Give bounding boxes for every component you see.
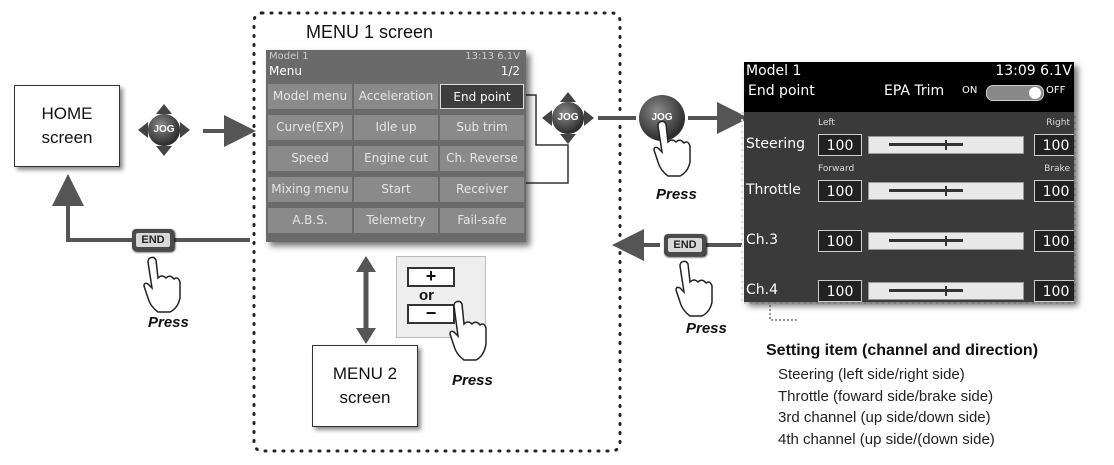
menu2-screen-box: MENU 2 screen xyxy=(312,345,418,427)
setting-item-heading: Setting item (channel and direction) xyxy=(766,342,1039,359)
epa-model: Model 1 xyxy=(746,63,802,79)
end-label: END xyxy=(136,233,170,247)
epa-trim-label: EPA Trim xyxy=(884,83,945,99)
hand-pointer-icon xyxy=(675,260,713,317)
channel-label: Steering xyxy=(746,136,806,152)
epa-off-label: OFF xyxy=(1046,85,1066,96)
home-screen-box: HOME screen xyxy=(14,85,120,167)
end-point-screen: Model 1 13:09 6.1V End point EPA Trim ON… xyxy=(744,62,1074,302)
direction-label-right: Right xyxy=(1046,118,1070,128)
end-button-left[interactable]: END xyxy=(132,229,174,251)
end-button-right[interactable]: END xyxy=(664,234,706,256)
menu-item[interactable]: Speed xyxy=(268,146,352,171)
menu-item[interactable]: Engine cut xyxy=(354,146,438,171)
direction-label-left: Left xyxy=(818,118,835,128)
menu-item[interactable]: Fail-safe xyxy=(440,208,524,233)
or-label: or xyxy=(419,287,434,304)
epa-trim-toggle[interactable] xyxy=(986,85,1044,101)
jog-dial-menu[interactable]: JOG xyxy=(540,90,596,146)
press-label-pm: Press xyxy=(452,372,493,389)
menu-item[interactable]: Mixing menu xyxy=(268,177,352,202)
menu-item[interactable]: A.B.S. xyxy=(268,208,352,233)
jog-label: JOG xyxy=(148,114,180,146)
menu-item[interactable]: Curve(EXP) xyxy=(268,115,352,140)
setting-item-line: 3rd channel (up side/down side) xyxy=(778,409,991,426)
arrow-end-to-home xyxy=(52,174,250,242)
channel-label: Ch.3 xyxy=(746,232,779,248)
end-point-right-value[interactable]: 100 xyxy=(1034,134,1074,156)
bar-center-tick xyxy=(945,286,947,296)
bar-center-tick xyxy=(945,236,947,246)
menu1-page: 1/2 xyxy=(500,64,520,78)
epa-on-label: ON xyxy=(962,85,978,96)
hand-pointer-icon xyxy=(449,300,487,361)
end-point-bar xyxy=(868,232,1024,250)
menu2-line1: MENU 2 xyxy=(332,364,398,383)
menu-item[interactable]: Ch. Reverse xyxy=(440,146,524,171)
end-point-bar xyxy=(868,282,1024,300)
epa-title: End point xyxy=(748,83,815,99)
hand-pointer-icon xyxy=(653,120,691,177)
bar-range xyxy=(889,239,963,242)
menu-item[interactable]: Receiver xyxy=(440,177,524,202)
plus-minus-panel: + or − xyxy=(396,256,486,338)
end-point-right-value[interactable]: 100 xyxy=(1034,180,1074,202)
menu-item[interactable]: Telemetry xyxy=(354,208,438,233)
channel-label: Throttle xyxy=(746,182,801,198)
end-point-left-value[interactable]: 100 xyxy=(818,230,862,252)
end-point-bar xyxy=(868,182,1024,200)
direction-label-left: Forward xyxy=(818,164,855,174)
end-point-left-value[interactable]: 100 xyxy=(818,180,862,202)
home-line1: HOME xyxy=(41,104,93,123)
menu1-dotted-frame xyxy=(252,11,622,453)
epa-dotted-selection xyxy=(741,112,1076,304)
menu-item[interactable]: Start xyxy=(354,177,438,202)
jog-dial-left[interactable]: JOG xyxy=(136,102,192,158)
press-label-end-right: Press xyxy=(686,320,727,337)
toggle-knob xyxy=(1029,87,1041,99)
menu1-title: MENU 1 screen xyxy=(306,22,434,42)
setting-item-line: 4th channel (up side/(down side) xyxy=(778,430,995,448)
bar-center-tick xyxy=(945,186,947,196)
plus-button[interactable]: + xyxy=(407,267,455,287)
menu1-model: Model 1 xyxy=(269,51,309,62)
menu-item[interactable]: Idle up xyxy=(354,115,438,140)
end-point-bar xyxy=(868,136,1024,154)
jog-label: JOG xyxy=(552,102,584,134)
menu1-time: 13:13 6.1V xyxy=(465,51,520,62)
setting-item-list: Steering (left side/right side) Throttle… xyxy=(778,364,995,450)
end-point-left-value[interactable]: 100 xyxy=(818,134,862,156)
press-label-end-left: Press xyxy=(148,314,189,331)
menu2-line2: screen xyxy=(339,388,391,407)
end-label: END xyxy=(668,238,702,252)
bar-range xyxy=(889,189,963,192)
bar-range xyxy=(889,143,963,146)
end-point-right-value[interactable]: 100 xyxy=(1034,280,1074,302)
minus-button[interactable]: − xyxy=(407,304,455,324)
bar-range xyxy=(889,289,963,292)
menu-item[interactable]: Sub trim xyxy=(440,115,524,140)
setting-item-line: Steering (left side/right side) xyxy=(778,366,965,383)
hand-pointer-icon xyxy=(143,256,181,313)
setting-item-line: Throttle (foward side/brake side) xyxy=(778,387,994,405)
bar-center-tick xyxy=(945,140,947,150)
direction-label-right: Brake xyxy=(1044,164,1070,174)
home-line2: screen xyxy=(41,128,93,147)
channel-label: Ch.4 xyxy=(746,282,779,298)
menu1-heading: Menu xyxy=(269,64,302,78)
end-point-right-value[interactable]: 100 xyxy=(1034,230,1074,252)
epa-time: 13:09 6.1V xyxy=(995,63,1072,79)
menu-item[interactable]: End point xyxy=(440,84,524,109)
menu-item[interactable]: Acceleration xyxy=(354,84,438,109)
press-label-jog: Press xyxy=(656,186,697,203)
menu-item[interactable]: Model menu xyxy=(268,84,352,109)
end-point-left-value[interactable]: 100 xyxy=(818,280,862,302)
